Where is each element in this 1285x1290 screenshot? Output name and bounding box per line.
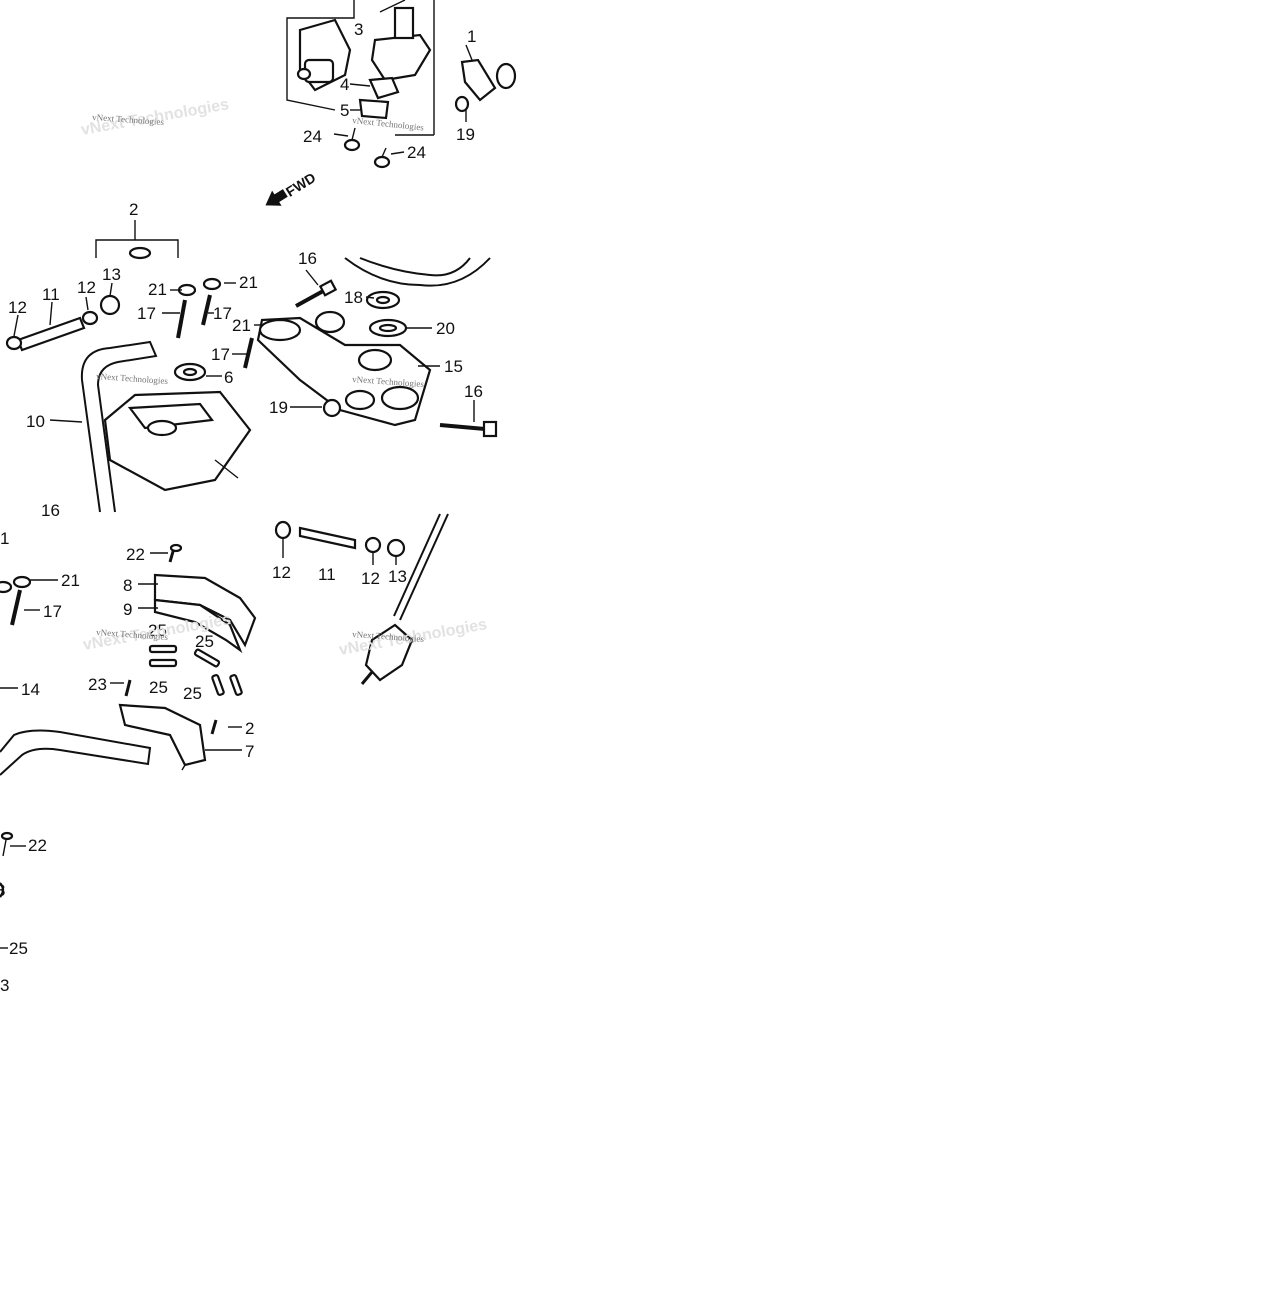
callout-5: 5 — [340, 101, 349, 120]
callout-17a: 17 — [137, 304, 156, 323]
callout-17d: 17 — [43, 602, 62, 621]
tube-and-switch-group — [274, 513, 449, 685]
watermark: vNext Technologies — [96, 371, 169, 386]
handlebar-upper-holder-group — [5, 277, 254, 513]
ignition-switch-group — [286, 0, 517, 169]
callout-1: 1 — [467, 27, 476, 46]
callout-25e: 25 — [9, 939, 28, 958]
callout-13a: 13 — [102, 265, 121, 284]
callout-20: 20 — [436, 319, 455, 338]
fwd-arrow-icon: FWD — [265, 169, 319, 206]
callout-4: 4 — [340, 75, 349, 94]
top-bridge-group — [254, 257, 498, 438]
callout-8: 8 — [123, 576, 132, 595]
watermark: vNext Technologies — [352, 115, 425, 133]
callout-25d: 25 — [183, 684, 202, 703]
callout-6: 6 — [224, 368, 233, 387]
callout-11b: 11 — [318, 565, 336, 584]
callout-10: 10 — [26, 412, 45, 431]
callout-12b: 12 — [77, 278, 96, 297]
callout-3b: 3 — [0, 881, 5, 900]
callout-17b: 17 — [213, 304, 232, 323]
callout-23: 23 — [88, 675, 107, 694]
callout-2b: 2 — [245, 719, 254, 738]
bottom-strip-group — [0, 831, 26, 949]
group-bracket — [95, 239, 179, 258]
callout-22b: 22 — [28, 836, 47, 855]
callout-19: 19 — [456, 125, 475, 144]
callout-labels: 1 2 3 4 5 24 24 19 12 11 12 13 21 21 17 … — [0, 20, 483, 995]
callout-15: 15 — [444, 357, 463, 376]
callout-21b: 21 — [239, 273, 258, 292]
fwd-label: FWD — [283, 169, 319, 199]
callout-11a: 11 — [42, 285, 60, 304]
lower-holder-group — [0, 543, 257, 776]
callout-18: 18 — [344, 288, 363, 307]
callout-21d: 21 — [61, 571, 80, 590]
callout-21c: 21 — [232, 316, 251, 335]
callout-17c: 17 — [211, 345, 230, 364]
callout-12c: 12 — [272, 563, 291, 582]
callout-25b: 25 — [195, 632, 214, 651]
callout-22a: 22 — [126, 545, 145, 564]
callout-24a: 24 — [303, 127, 322, 146]
callout-3c: 3 — [0, 976, 9, 995]
callout-12d: 12 — [361, 569, 380, 588]
callout-16b: 16 — [298, 249, 317, 268]
callout-25a: 25 — [148, 621, 167, 640]
callout-1b: 1 — [0, 529, 9, 548]
callout-13b: 13 — [388, 567, 407, 586]
callout-25c: 25 — [149, 678, 168, 697]
callout-21a: 21 — [148, 280, 167, 299]
callout-16c: 16 — [464, 382, 483, 401]
callout-3: 3 — [354, 20, 363, 39]
callout-7: 7 — [245, 742, 254, 761]
callout-16a: 16 — [41, 501, 60, 520]
callout-9: 9 — [123, 600, 132, 619]
callout-2: 2 — [129, 200, 138, 219]
callout-19b: 19 — [269, 398, 288, 417]
callout-12a: 12 — [8, 298, 27, 317]
callout-24b: 24 — [407, 143, 426, 162]
callout-14: 14 — [21, 680, 40, 699]
